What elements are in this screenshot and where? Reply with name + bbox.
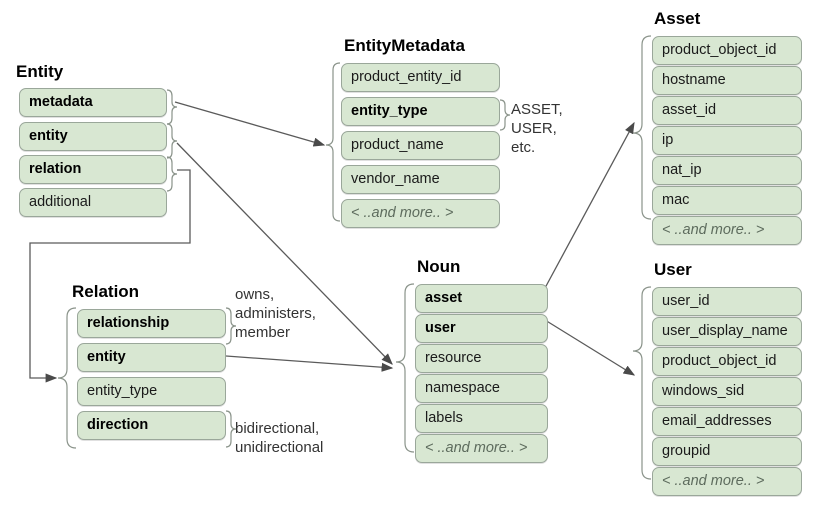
field-noun-asset[interactable]: asset (415, 284, 548, 313)
field-user-groupid[interactable]: groupid (652, 437, 802, 466)
annotation-relationship-values: owns, administers, member (235, 286, 316, 341)
field-asset-mac[interactable]: mac (652, 186, 802, 215)
field-entity-metadata[interactable]: metadata (19, 88, 167, 117)
field-asset-hostname[interactable]: hostname (652, 66, 802, 95)
field-user-and-more[interactable]: < ..and more.. > (652, 467, 802, 496)
field-asset-nat-ip[interactable]: nat_ip (652, 156, 802, 185)
field-relation-entity[interactable]: entity (77, 343, 226, 372)
field-noun-namespace[interactable]: namespace (415, 374, 548, 403)
field-noun-labels[interactable]: labels (415, 404, 548, 433)
field-asset-asset-id[interactable]: asset_id (652, 96, 802, 125)
annotation-direction-values: bidirectional, unidirectional (235, 420, 324, 456)
group-title-user: User (654, 260, 692, 279)
field-em-entity-type[interactable]: entity_type (341, 97, 500, 126)
field-asset-product-object-id[interactable]: product_object_id (652, 36, 802, 65)
group-title-asset: Asset (654, 9, 701, 28)
field-entity-entity[interactable]: entity (19, 122, 167, 151)
group-title-entity: Entity (16, 62, 64, 81)
field-em-and-more[interactable]: < ..and more.. > (341, 199, 500, 228)
field-em-vendor-name[interactable]: vendor_name (341, 165, 500, 194)
field-user-windows-sid[interactable]: windows_sid (652, 377, 802, 406)
field-entity-additional[interactable]: additional (19, 188, 167, 217)
field-user-user-id[interactable]: user_id (652, 287, 802, 316)
field-relation-direction[interactable]: direction (77, 411, 226, 440)
field-noun-resource[interactable]: resource (415, 344, 548, 373)
field-noun-user[interactable]: user (415, 314, 548, 343)
field-noun-and-more[interactable]: < ..and more.. > (415, 434, 548, 463)
field-entity-relation[interactable]: relation (19, 155, 167, 184)
field-em-product-name[interactable]: product_name (341, 131, 500, 160)
field-asset-and-more[interactable]: < ..and more.. > (652, 216, 802, 245)
field-em-product-entity-id[interactable]: product_entity_id (341, 63, 500, 92)
field-user-user-display-name[interactable]: user_display_name (652, 317, 802, 346)
field-user-email-addresses[interactable]: email_addresses (652, 407, 802, 436)
field-relation-entity-type[interactable]: entity_type (77, 377, 226, 406)
group-title-noun: Noun (417, 257, 461, 276)
field-relation-relationship[interactable]: relationship (77, 309, 226, 338)
field-asset-ip[interactable]: ip (652, 126, 802, 155)
group-title-entity-metadata: EntityMetadata (344, 36, 465, 55)
annotation-entity-type-values: ASSET, USER, etc. (511, 101, 563, 156)
field-user-product-object-id[interactable]: product_object_id (652, 347, 802, 376)
group-title-relation: Relation (72, 282, 140, 301)
